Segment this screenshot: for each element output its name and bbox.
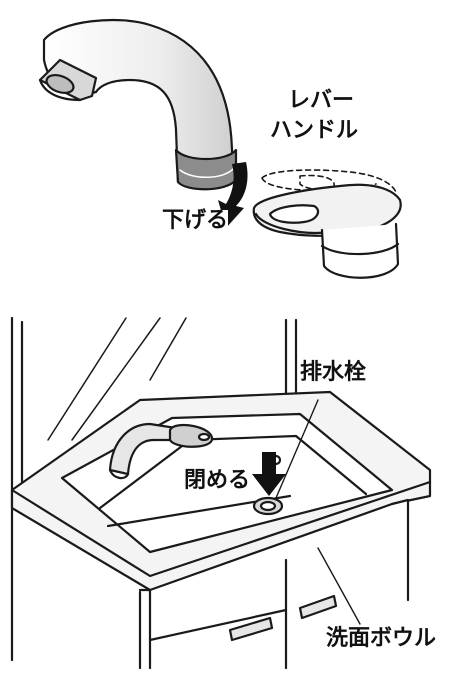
close-label: 閉める [184, 468, 251, 493]
faucet-body [320, 222, 400, 279]
lower-label: 下げる [162, 208, 229, 233]
cabinet [138, 498, 410, 670]
drain-plug-leader [275, 399, 319, 499]
down-arrow-icon [252, 452, 286, 496]
basin-label: 洗面ボウル [326, 626, 437, 651]
vanity-unit [10, 316, 432, 670]
lever-handle-label-line2: ハンドル [270, 118, 359, 143]
mirror-reflection [47, 317, 127, 441]
lever-handle-label-line1: レバー [288, 88, 355, 113]
drawer-handle-right [298, 594, 338, 620]
basin-leader [317, 547, 361, 625]
faucet-closeup [38, 18, 402, 279]
drawer-handle-left [228, 616, 274, 642]
drain-plug-label: 排水栓 [300, 360, 367, 385]
